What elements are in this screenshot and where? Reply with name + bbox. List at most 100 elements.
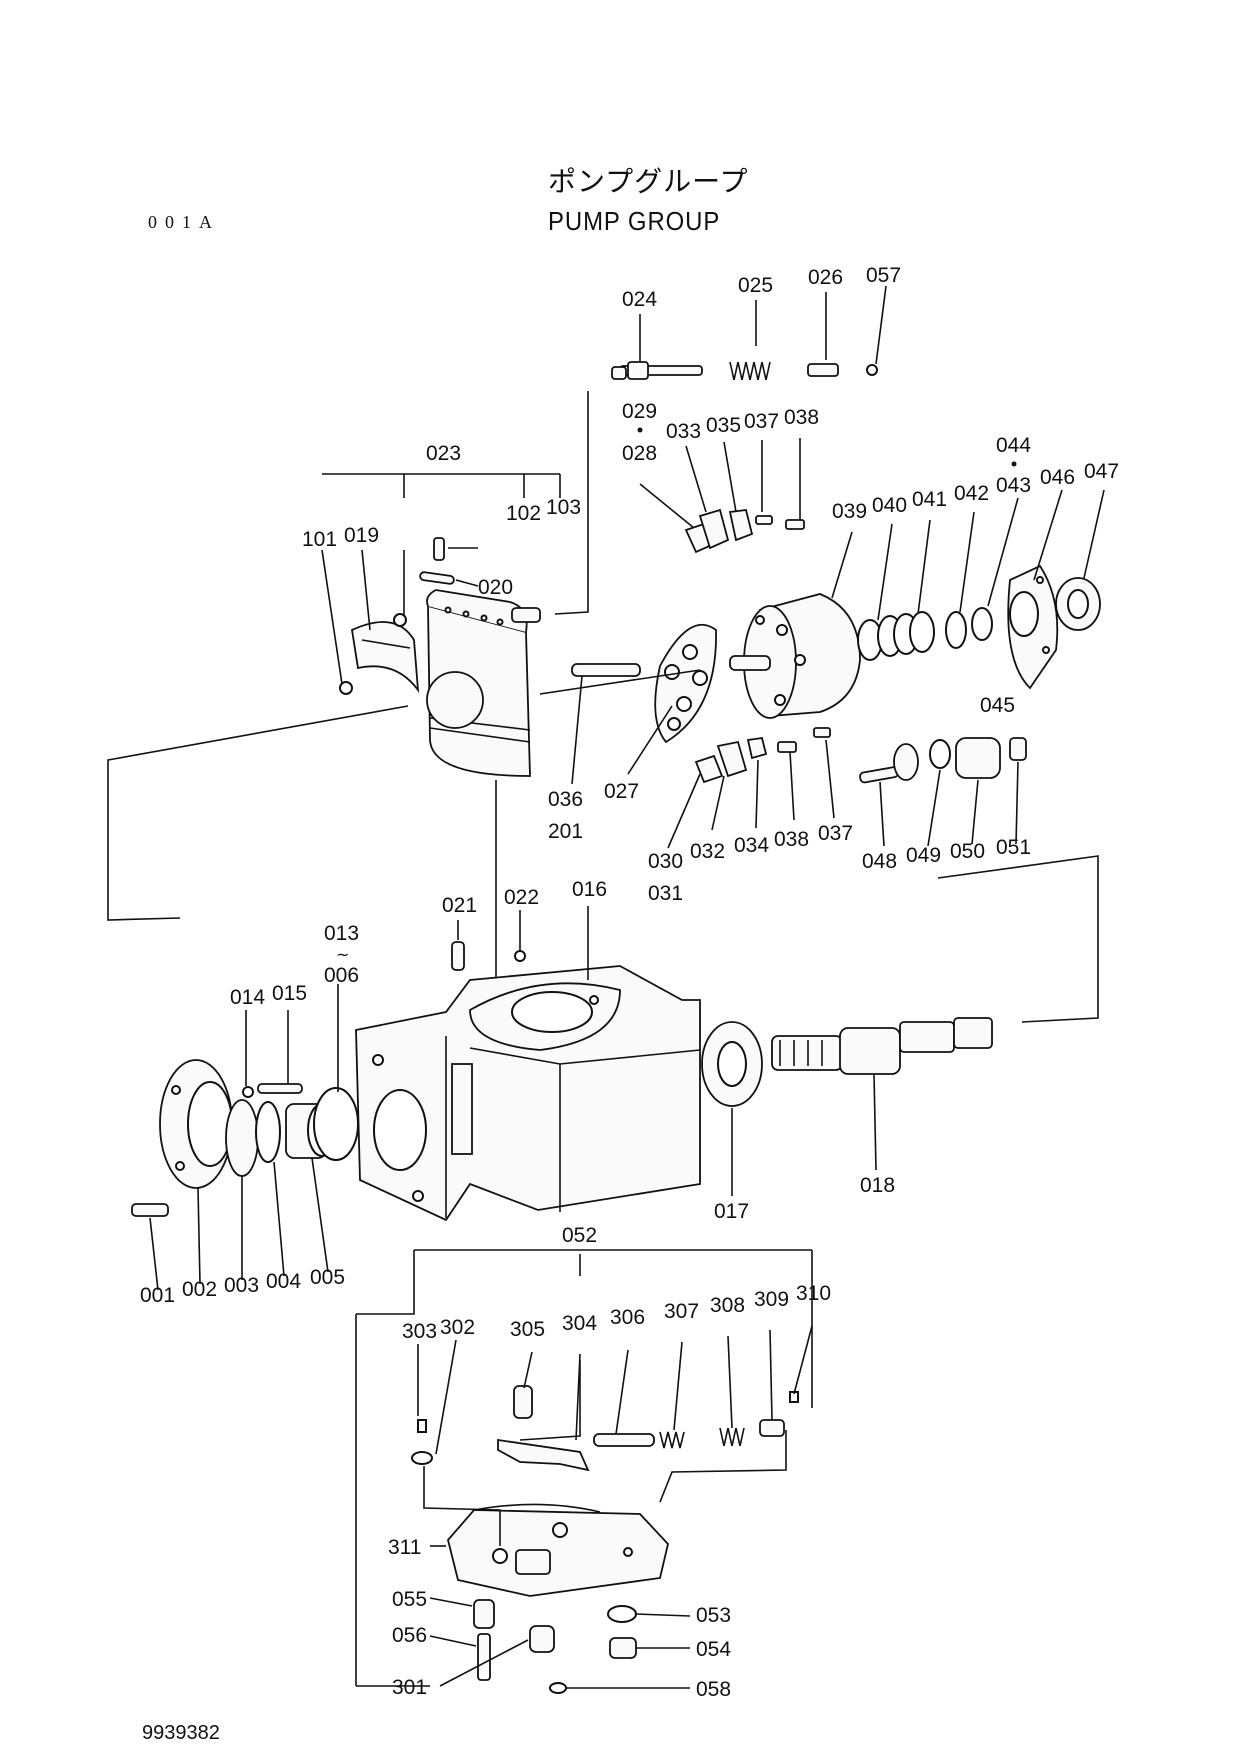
part-shim-006 xyxy=(313,1087,359,1161)
part-swash-plate-046 xyxy=(1007,564,1059,690)
label-046: 046 xyxy=(1040,466,1075,489)
label-311: 311 xyxy=(388,1536,421,1559)
label-035: 035 xyxy=(706,414,741,437)
part-cover-plate-311 xyxy=(447,1503,669,1597)
label-055: 055 xyxy=(392,1588,427,1611)
label-201: 201 xyxy=(548,820,583,843)
label-041: 041 xyxy=(912,488,947,511)
label-013: 013 xyxy=(324,922,359,945)
label-039: 039 xyxy=(832,500,867,523)
label-026: 026 xyxy=(808,266,843,289)
label-101: 101 xyxy=(302,528,337,551)
label-047: 047 xyxy=(1084,460,1119,483)
label-050: 050 xyxy=(950,840,985,863)
label-021: 021 xyxy=(442,894,477,917)
label-038: 038 xyxy=(784,406,819,429)
label-004: 004 xyxy=(266,1270,301,1293)
label-103: 103 xyxy=(546,496,581,519)
label-031: 031 xyxy=(648,882,683,905)
part-plates-030-032-034 xyxy=(694,727,831,784)
part-plug-309 xyxy=(759,1419,785,1437)
part-piston-048-051 xyxy=(859,737,1027,784)
part-oring-057 xyxy=(866,364,878,376)
label-048: 048 xyxy=(862,850,897,873)
label-017: 017 xyxy=(714,1200,749,1223)
part-shaft-024 xyxy=(611,361,703,380)
label-027: 027 xyxy=(604,780,639,803)
label-301: 301 xyxy=(392,1676,427,1699)
svg-text:~: ~ xyxy=(336,945,349,964)
label-304: 304 xyxy=(562,1312,597,1335)
page-title-japanese: ポンプグループ xyxy=(548,166,749,197)
part-cylinder-block-039 xyxy=(729,593,861,719)
part-pin-303 xyxy=(417,1419,427,1433)
label-052: 052 xyxy=(562,1224,597,1247)
part-pin-036 xyxy=(571,663,641,677)
label-038b: 038 xyxy=(774,828,809,851)
label-036: 036 xyxy=(548,788,583,811)
label-030: 030 xyxy=(648,850,683,873)
label-018: 018 xyxy=(860,1174,895,1197)
label-037b: 037 xyxy=(818,822,853,845)
label-309: 309 xyxy=(754,1288,789,1311)
label-054: 054 xyxy=(696,1638,731,1661)
label-006: 006 xyxy=(324,964,359,987)
label-043: 043 xyxy=(996,474,1031,497)
label-040: 040 xyxy=(872,494,907,517)
part-servo-piston-023 xyxy=(426,589,531,777)
part-plates-028-033-035 xyxy=(684,508,805,554)
part-rod-306 xyxy=(593,1433,655,1447)
part-pump-case-016 xyxy=(355,965,701,1222)
label-014: 014 xyxy=(230,986,265,1009)
label-020: 020 xyxy=(478,576,513,599)
part-plug-022 xyxy=(514,950,526,962)
label-016: 016 xyxy=(572,878,607,901)
label-033: 033 xyxy=(666,420,701,443)
label-056: 056 xyxy=(392,1624,427,1647)
label-306: 306 xyxy=(610,1306,645,1329)
part-pin-015 xyxy=(257,1083,303,1094)
part-pin-305 xyxy=(513,1385,533,1419)
part-bolt-001 xyxy=(131,1203,169,1217)
label-051: 051 xyxy=(996,836,1031,859)
part-bolt-026 xyxy=(807,363,839,377)
leader-lines xyxy=(149,285,1105,1689)
label-002: 002 xyxy=(182,1278,217,1301)
label-310: 310 xyxy=(796,1282,831,1305)
label-044: 044 xyxy=(996,434,1031,457)
label-025: 025 xyxy=(738,274,773,297)
label-042: 042 xyxy=(954,482,989,505)
part-sleeve-055 xyxy=(473,1599,495,1629)
part-cover-002 xyxy=(159,1059,233,1189)
part-plug-054 xyxy=(609,1637,637,1659)
part-lever-304 xyxy=(497,1438,590,1472)
label-053: 053 xyxy=(696,1604,731,1627)
part-fitting-102 xyxy=(511,607,541,623)
part-bolt-021 xyxy=(451,941,465,971)
label-022: 022 xyxy=(504,886,539,909)
part-nut-301 xyxy=(529,1625,555,1653)
label-034: 034 xyxy=(734,834,769,857)
label-045: 045 xyxy=(980,694,1015,717)
document-number: 9939382 xyxy=(142,1722,220,1744)
part-spring-308 xyxy=(719,1427,745,1447)
part-oring-014 xyxy=(242,1086,254,1098)
label-024: 024 xyxy=(622,288,657,311)
label-005: 005 xyxy=(310,1266,345,1289)
part-pin-021-020 xyxy=(419,537,455,585)
label-308: 308 xyxy=(710,1294,745,1317)
label-058: 058 xyxy=(696,1678,731,1701)
page-code: 001A xyxy=(148,212,220,232)
part-washer-302 xyxy=(411,1451,433,1465)
part-ring-004 xyxy=(255,1101,281,1163)
part-spring-307 xyxy=(659,1431,685,1449)
part-spring-025 xyxy=(729,361,771,381)
label-019: 019 xyxy=(344,524,379,547)
label-305: 305 xyxy=(510,1318,545,1341)
part-washer-053 xyxy=(607,1605,637,1623)
label-015: 015 xyxy=(272,982,307,1005)
part-oring-058 xyxy=(549,1682,567,1694)
label-057: 057 xyxy=(866,264,901,287)
part-seal-003 xyxy=(225,1099,259,1177)
